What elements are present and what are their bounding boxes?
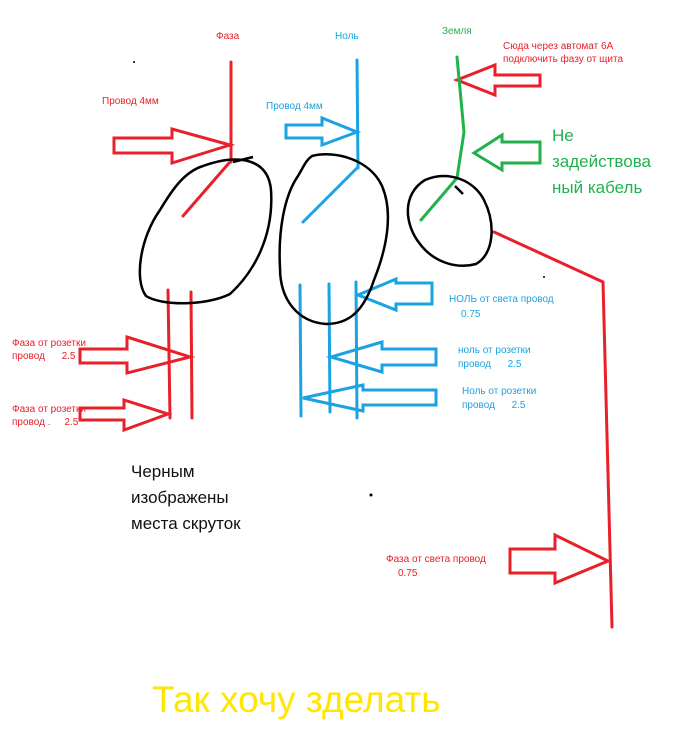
phase-twist-stub (181, 161, 231, 218)
ground-header: Земля (442, 26, 472, 37)
ground-main-wire (455, 55, 466, 180)
twist-note-line1: Черным (131, 462, 195, 481)
arrow-phase-wire (112, 127, 236, 166)
ground-twist-outline (406, 174, 493, 267)
socket-neutral-2-line1: Ноль от розетки (462, 386, 537, 397)
ground-twist-stub (419, 176, 459, 222)
socket-phase-wire-1 (166, 288, 172, 420)
arrow-light-neutral (354, 276, 434, 313)
arrow-socket-neutral-2 (302, 383, 438, 413)
socket-neutral-2-line2: провод 2.5 (462, 400, 526, 411)
unused-cable-line2: задействова (552, 152, 651, 171)
arrow-socket-neutral-1 (325, 339, 438, 375)
neutral-main-wire (355, 58, 360, 170)
phase-twist-outline (138, 158, 273, 305)
socket-phase-1-line2: провод 2.5 (12, 351, 76, 362)
neutral-twist-outline (278, 153, 390, 326)
socket-phase-2-line2: провод . 2.5 (12, 417, 79, 428)
neutral-wire-label: Провод 4мм (266, 101, 323, 112)
neutral-header: Ноль (335, 31, 359, 42)
arrow-socket-phase-1 (78, 334, 196, 375)
socket-phase-1-line1: Фаза от розетки (12, 338, 86, 349)
arrow-light-phase (508, 532, 612, 586)
arrow-neutral-wire (284, 115, 362, 148)
light-phase-wire (492, 230, 614, 629)
light-phase-line2: 0.75 (398, 568, 418, 579)
light-phase-line1: Фаза от света провод (386, 554, 486, 565)
light-neutral-line2: 0.75 (461, 309, 481, 320)
breaker-note-line2: подключить фазу от щита (503, 54, 624, 65)
phase-header: Фаза (216, 31, 240, 42)
socket-phase-wire-2 (189, 290, 194, 420)
socket-phase-2-line1: Фаза от розетки (12, 404, 86, 415)
neutral-wire-1 (298, 283, 303, 418)
breaker-note-line1: Сюда через автомат 6А (503, 41, 614, 52)
stray-dot (543, 276, 545, 278)
arrow-socket-phase-2 (78, 397, 173, 433)
light-neutral-line1: НОЛЬ от света провод (449, 294, 554, 305)
socket-neutral-1-line2: провод 2.5 (458, 359, 522, 370)
twist-note-line2: изображены (131, 488, 229, 507)
unused-cable-line1: Не (552, 126, 574, 145)
neutral-twist-stub (301, 166, 359, 224)
stray-dot (133, 61, 135, 63)
phase-wire-label: Провод 4мм (102, 96, 159, 107)
arrow-unused-cable (471, 132, 542, 173)
unused-cable-line3: ный кабель (552, 178, 643, 197)
stray-dot (369, 493, 373, 497)
socket-neutral-1-line1: ноль от розетки (458, 345, 531, 356)
twist-note-line3: места скруток (131, 514, 241, 533)
ground-twist-tick (454, 185, 464, 195)
caption: Так хочу зделать (152, 679, 441, 720)
arrow-breaker-note (452, 62, 542, 98)
twist-tail (232, 155, 254, 164)
